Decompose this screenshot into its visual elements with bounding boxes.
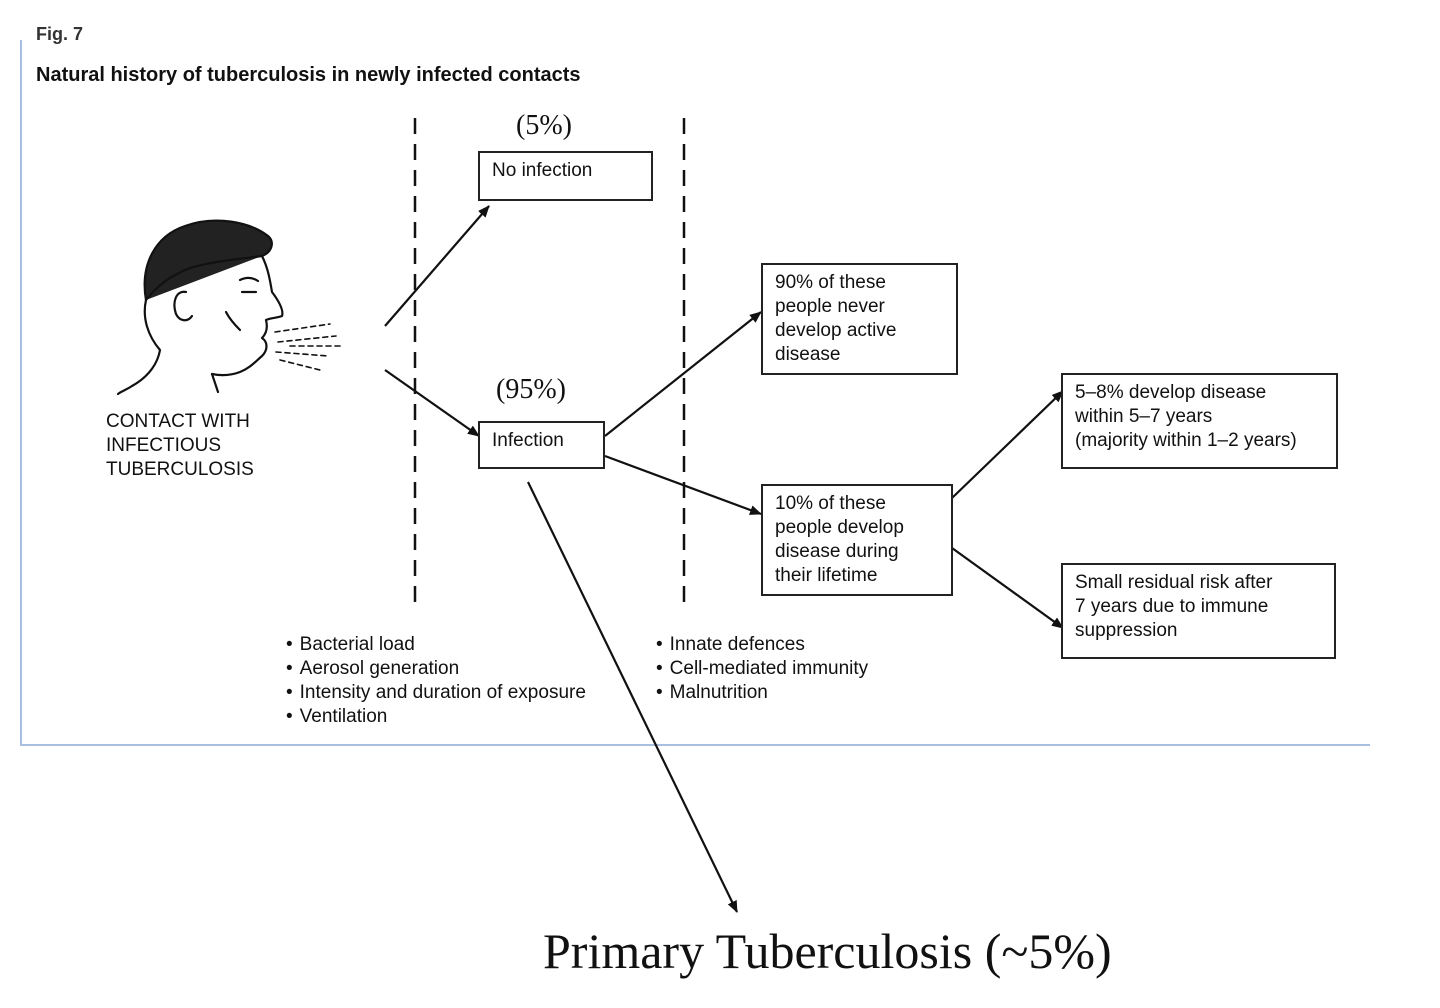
never-develop-box: 90% of these people never develop active… bbox=[761, 263, 958, 375]
arrow-to-no-infection bbox=[384, 205, 490, 327]
infection-percentage: (95%) bbox=[496, 374, 566, 405]
list-item: Intensity and duration of exposure bbox=[286, 681, 586, 705]
no-infection-box: No infection bbox=[478, 151, 653, 201]
residual-risk-box: Small residual risk after 7 years due to… bbox=[1061, 563, 1336, 659]
transmission-factors-list: Bacterial load Aerosol generation Intens… bbox=[286, 633, 586, 729]
infection-box: Infection bbox=[478, 421, 605, 469]
arrow-to-primary-tb bbox=[527, 481, 738, 913]
develop-lifetime-box: 10% of these people develop disease duri… bbox=[761, 484, 953, 596]
arrow-to-residual-risk bbox=[951, 547, 1064, 629]
figure-title: Natural history of tuberculosis in newly… bbox=[36, 64, 581, 86]
arrow-to-never-develop bbox=[604, 311, 762, 437]
arrow-to-infection bbox=[384, 369, 480, 437]
arrow-to-develop-lifetime bbox=[604, 454, 762, 516]
list-item: Bacterial load bbox=[286, 633, 586, 657]
develop-5-7-years-box: 5–8% develop disease within 5–7 years (m… bbox=[1061, 373, 1338, 469]
coughing-man-icon bbox=[116, 219, 341, 396]
list-item: Malnutrition bbox=[656, 681, 868, 705]
figure-label: Fig. 7 bbox=[36, 24, 84, 44]
arrow-to-5-7-years bbox=[951, 390, 1064, 499]
primary-tb-label: Primary Tuberculosis (~5%) bbox=[543, 923, 1112, 979]
host-factors-list: Innate defences Cell-mediated immunity M… bbox=[656, 633, 869, 705]
list-item: Ventilation bbox=[286, 705, 586, 729]
list-item: Aerosol generation bbox=[286, 657, 586, 681]
list-item: Cell-mediated immunity bbox=[656, 657, 869, 681]
no-infection-percentage: (5%) bbox=[516, 110, 572, 141]
contact-label: CONTACT WITH INFECTIOUS TUBERCULOSIS bbox=[106, 411, 254, 480]
list-item: Innate defences bbox=[656, 633, 868, 657]
figure-panel-border bbox=[20, 40, 1370, 746]
